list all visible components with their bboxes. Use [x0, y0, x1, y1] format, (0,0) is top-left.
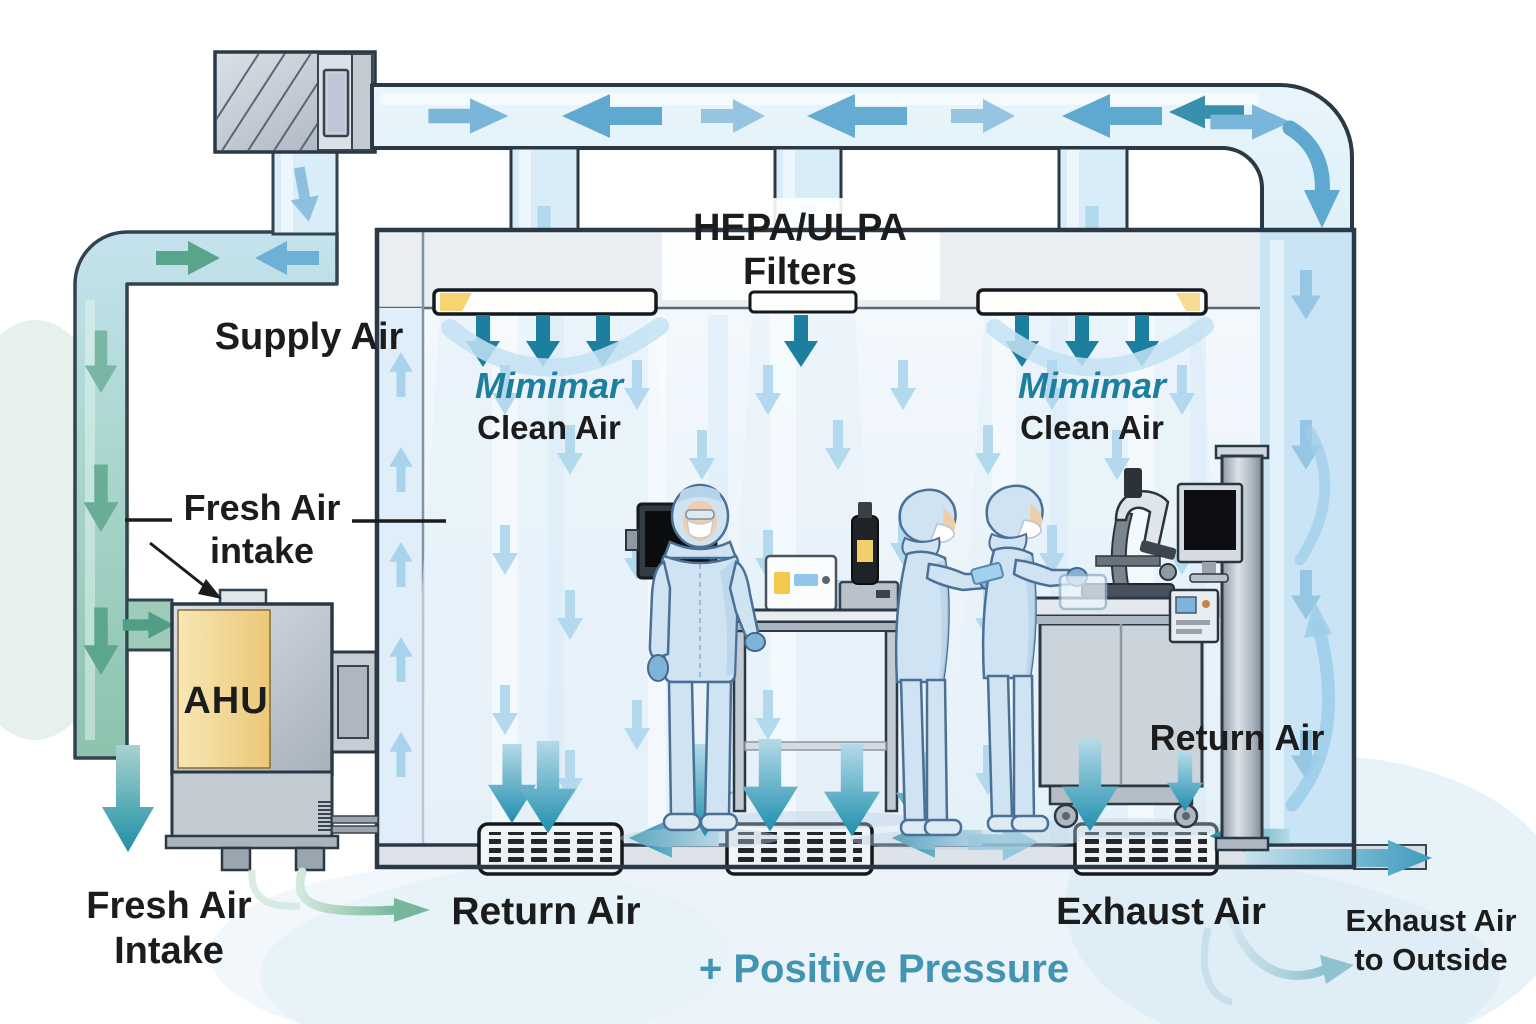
exhaust-air-label: Exhaust Air	[1056, 891, 1266, 933]
cleanroom-workers	[646, 483, 1108, 837]
fresh-air-intake-callout: Fresh Air intake	[183, 487, 341, 572]
bench-control-panel	[1168, 588, 1220, 644]
monitor-screen	[1184, 490, 1236, 550]
exhaust-curve-arrow-icon	[1320, 955, 1354, 984]
exhaust-to-outside-label: Exhaust Air to Outside	[1345, 903, 1517, 977]
fresh-air-intake-arrow-icon	[102, 745, 154, 852]
hepa-filters	[432, 198, 1214, 377]
laminar-subtitle: Clean Air	[477, 408, 621, 446]
return-grille-left	[477, 822, 624, 876]
hepa-filter-right	[976, 288, 1208, 316]
hepa-filter-center	[748, 290, 858, 314]
duct-bend-arrow-icon	[1304, 190, 1340, 228]
return-air-green-arrow-icon	[394, 898, 430, 922]
cleanroom-wall-outline	[374, 227, 1357, 870]
laminar-title: Mimimar	[1017, 365, 1167, 406]
return-grille-center	[725, 822, 874, 876]
channel-up-arrow-icon	[1304, 600, 1332, 638]
hepa-label-line2: Filters	[742, 251, 858, 294]
return-air-floor-label: Return Air	[451, 890, 641, 933]
callout-arrowhead-icon	[198, 579, 222, 599]
ahu-label: AHU	[183, 680, 269, 722]
laminar-clean-air-label-left: Mimimar Clean Air	[475, 366, 623, 446]
laminar-title: Mimimar	[474, 365, 624, 406]
positive-pressure-label: + Positive Pressure	[698, 947, 1070, 991]
ahu-vent-grille	[318, 801, 332, 831]
main-supply-duct	[370, 83, 1354, 850]
hepa-ulpa-filters-label: HEPA/ULPA Filters	[693, 206, 907, 294]
hepa-label-line1: HEPA/ULPA	[693, 207, 907, 249]
laminar-subtitle: Clean Air	[1020, 408, 1164, 446]
ahu-unit	[164, 588, 379, 872]
fresh-air-intake-label: Fresh Air Intake	[86, 885, 252, 972]
floor-grilles	[477, 822, 1219, 876]
callout-arrow-line	[149, 541, 213, 594]
supply-air-label: Supply Air	[214, 316, 404, 358]
return-air-wall-label: Return Air	[1149, 717, 1325, 758]
fresh-air-loop-duct	[73, 230, 339, 852]
hepa-filter-left	[432, 288, 658, 316]
work-table	[720, 502, 910, 813]
microscope	[1081, 468, 1177, 599]
rooftop-fan-unit	[213, 50, 377, 236]
exhaust-grille-right	[1073, 822, 1219, 876]
annotations	[125, 518, 1354, 1006]
pillar-monitor	[1176, 482, 1244, 583]
laminar-clean-air-label-right: Mimimar Clean Air	[1018, 366, 1166, 446]
wafer-sample	[970, 562, 1004, 585]
ahu-front-panel	[177, 609, 271, 769]
sample-container	[1058, 573, 1108, 611]
